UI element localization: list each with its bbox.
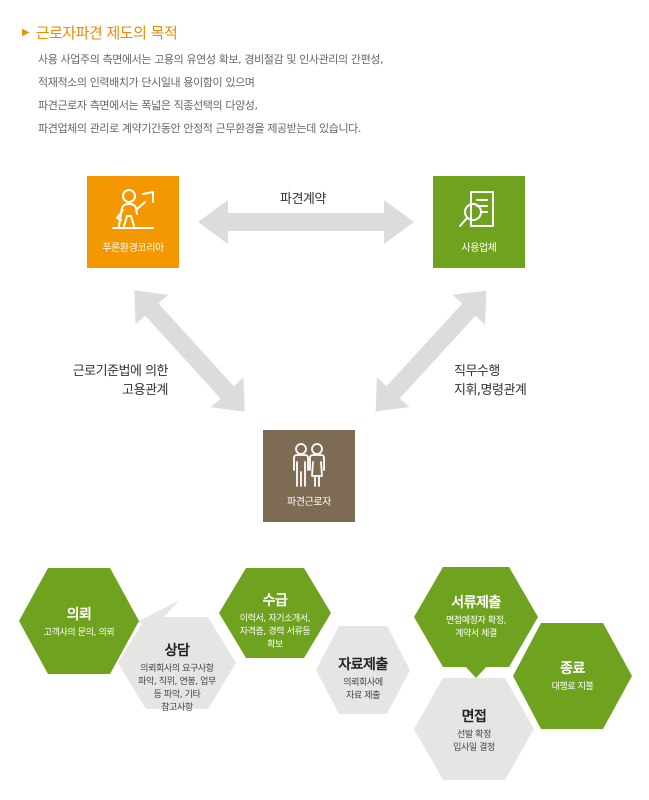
step-title: 종료	[560, 661, 585, 677]
step-title: 면접	[461, 709, 487, 725]
step-interview: 면접 선발 확정 입사일 결정	[414, 678, 534, 780]
step-desc-line: 입사일 결정	[453, 743, 495, 753]
client-company-label: 사용업체	[461, 243, 497, 254]
presenter-icon	[112, 189, 154, 229]
step-title: 수급	[262, 593, 288, 609]
step-desc-line: 고객사의 문의, 의뢰	[43, 628, 115, 638]
title-marker-icon: ▶	[22, 27, 30, 38]
hex-interview	[414, 678, 534, 780]
step-desc-line: 의뢰회사의 요구사항	[140, 664, 214, 674]
step-desc: 면접예정자 확정, 계약서 체결	[414, 615, 538, 641]
relation-label-command: 직무수행 지휘,명령관계	[454, 362, 527, 400]
step-desc-line: 확보	[267, 640, 283, 650]
step-title: 상담	[164, 643, 190, 659]
step-desc: 이력서, 자기소개서, 자격증, 경력 서류등 확보	[219, 613, 331, 652]
step-desc: 선발 확정 입사일 결정	[414, 729, 534, 755]
relation-line: 지휘,명령관계	[454, 383, 527, 398]
step-title: 서류제출	[451, 595, 501, 611]
step-desc-line: 자격증, 경력 서류등	[239, 627, 311, 637]
step-submit-data: 자료제출 의뢰회사에 자료 제출	[316, 620, 410, 720]
dispatched-worker-label: 파견근로자	[286, 497, 331, 508]
hex-supply	[219, 568, 331, 658]
dispatch-company-label: 푸른환경코리아	[102, 243, 164, 254]
step-desc-line: 계약서 체결	[455, 629, 497, 639]
step-desc-line: 의뢰회사에	[343, 678, 383, 688]
hex-end	[513, 623, 632, 729]
relation-label-contract: 파견계약	[280, 192, 326, 207]
step-desc-line: 자료 제출	[346, 691, 380, 701]
step-desc-line: 이력서, 자기소개서,	[239, 614, 311, 624]
workers-icon	[293, 443, 325, 487]
section-title: ▶ 근로자파견 제도의 목적	[22, 22, 178, 43]
hex-connector-notch	[465, 666, 487, 678]
step-title: 자료제출	[338, 657, 388, 673]
step-end: 종료 대행료 지불	[513, 623, 632, 729]
relation-arrows	[134, 200, 487, 412]
step-consult: 상담 의뢰회사의 요구사항 파악, 직위, 연봉, 업무 등 파악, 기타 참고…	[118, 610, 236, 713]
step-desc-line: 등 파악, 기타	[153, 690, 201, 700]
relation-line: 고용관계	[122, 383, 168, 398]
step-desc-line: 참고사항	[161, 703, 193, 713]
relation-line: 직무수행	[454, 364, 500, 379]
step-desc: 대행료 지불	[513, 681, 632, 694]
step-desc-line: 선발 확정	[457, 730, 491, 740]
intro-text: 사용 사업주의 측면에서는 고용의 유연성 확보, 경비절감 및 인사관리의 간…	[38, 52, 598, 144]
page-title: 근로자파견 제도의 목적	[35, 24, 178, 42]
step-desc: 고객사의 문의, 의뢰	[19, 627, 139, 640]
intro-line: 적재적소의 인력배치가 단시일내 용이함이 있으며	[38, 76, 255, 89]
step-request: 의뢰 고객사의 문의, 의뢰	[19, 560, 139, 680]
hex-consult	[118, 617, 236, 709]
step-desc: 의뢰회사에 자료 제출	[316, 677, 410, 703]
step-supply: 수급 이력서, 자기소개서, 자격증, 경력 서류등 확보	[219, 560, 331, 660]
hex-submit-docs	[414, 567, 538, 667]
double-arrow-left-diagonal	[134, 290, 245, 412]
intro-line: 파견업체의 관리로 계약기간동안 안정적 근무환경을 제공받는데 있습니다.	[38, 122, 361, 135]
step-desc-line: 면접예정자 확정,	[445, 616, 507, 626]
relation-line: 근로기준법에 의한	[72, 364, 169, 379]
intro-line: 사용 사업주의 측면에서는 고용의 유연성 확보, 경비절감 및 인사관리의 간…	[38, 53, 384, 66]
step-title: 의뢰	[66, 607, 92, 623]
double-arrow-right-diagonal	[375, 290, 487, 412]
hex-request	[19, 568, 139, 674]
intro-line: 파견근로자 측면에서는 폭넓은 직종선택의 다양성,	[38, 99, 258, 112]
dispatch-company-box: 푸른환경코리아	[87, 176, 179, 268]
step-desc-line: 대행료 지불	[551, 682, 594, 692]
dispatched-worker-box: 파견근로자	[263, 430, 355, 522]
relation-label-employment: 근로기준법에 의한 고용관계	[52, 362, 169, 400]
process-hexagons	[19, 567, 632, 780]
document-search-icon	[459, 191, 494, 227]
hex-submit-data	[316, 626, 410, 714]
step-submit-docs: 서류제출 면접예정자 확정, 계약서 체결	[414, 560, 538, 670]
process-flow: 의뢰 고객사의 문의, 의뢰 상담 의뢰회사의 요구사항 파악, 직위, 연봉,…	[0, 560, 649, 800]
client-company-box: 사용업체	[433, 176, 525, 268]
step-desc-line: 파악, 직위, 연봉, 업무	[138, 677, 216, 687]
double-arrow-horizontal	[198, 200, 414, 244]
step-desc: 의뢰회사의 요구사항 파악, 직위, 연봉, 업무 등 파악, 기타 참고사항	[118, 663, 236, 715]
